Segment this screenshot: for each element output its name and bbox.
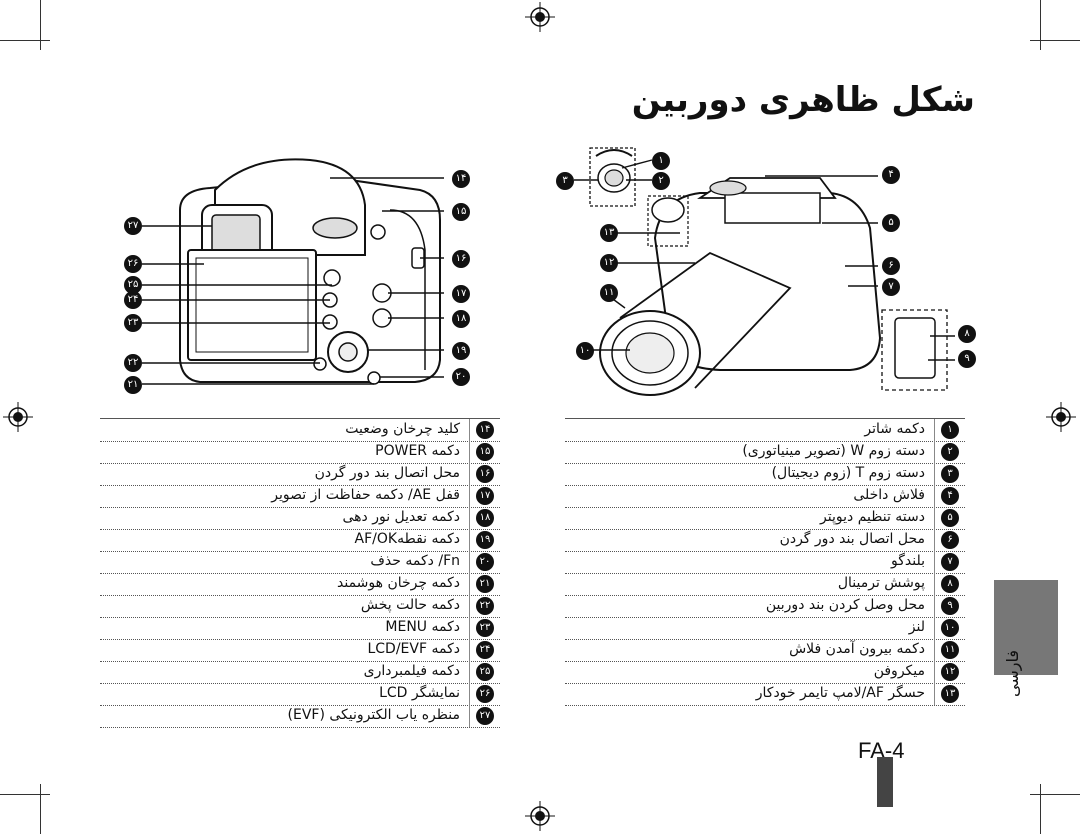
callout-badge: ۲۰ (452, 368, 470, 386)
legend-top-rule (100, 418, 500, 419)
language-tab (994, 580, 1058, 675)
callout-badge: ۱۹ (452, 342, 470, 360)
callout-badge: ۲۶ (124, 255, 142, 273)
language-tab-label: فارسی (1003, 650, 1022, 697)
callout-badge: ۲۱ (124, 376, 142, 394)
callout-badge: ۱۰ (576, 342, 594, 360)
crop-mark (1030, 794, 1080, 795)
crop-mark (1030, 40, 1080, 41)
callout-badge: ۱۲ (600, 254, 618, 272)
callout-badge: ۲۴ (124, 291, 142, 309)
callout-badge: ۱۴ (452, 170, 470, 188)
registration-mark-top (525, 2, 555, 32)
callout-badge: ۳ (556, 172, 574, 190)
callout-badge: ۲ (652, 172, 670, 190)
callout-badge: ۲۳ (124, 314, 142, 332)
callout-badge: ۱۷ (452, 285, 470, 303)
page-title: شکل ظاهری دوربین (631, 80, 975, 120)
callout-badge: ۱ (652, 152, 670, 170)
callout-badge: ۲۵ (124, 276, 142, 294)
callout-badge: ۱۸ (452, 310, 470, 328)
callout-badge: ۷ (882, 278, 900, 296)
crop-mark (40, 784, 41, 834)
registration-mark-left (3, 402, 33, 432)
callout-badge: ۱۵ (452, 203, 470, 221)
callout-badge: ۱۱ (600, 284, 618, 302)
crop-mark (40, 0, 41, 50)
page-edge-bar (877, 757, 893, 807)
callout-badge: ۴ (882, 166, 900, 184)
callout-badge: ۶ (882, 257, 900, 275)
crop-mark (0, 794, 50, 795)
callout-badge: ۵ (882, 214, 900, 232)
legend-top-rule (565, 418, 965, 419)
camera-back-illustration (142, 158, 444, 385)
callout-badge: ۱۳ (600, 224, 618, 242)
callout-badge: ۲۷ (124, 217, 142, 235)
callout-badge: ۸ (958, 325, 976, 343)
camera-front-illustration (574, 147, 955, 396)
crop-mark (1040, 0, 1041, 50)
crop-mark (0, 40, 50, 41)
registration-mark-bottom (525, 801, 555, 831)
registration-mark-right (1046, 402, 1076, 432)
callout-badge: ۲۲ (124, 354, 142, 372)
callout-badge: ۱۶ (452, 250, 470, 268)
callout-badge: ۹ (958, 350, 976, 368)
crop-mark (1040, 784, 1041, 834)
